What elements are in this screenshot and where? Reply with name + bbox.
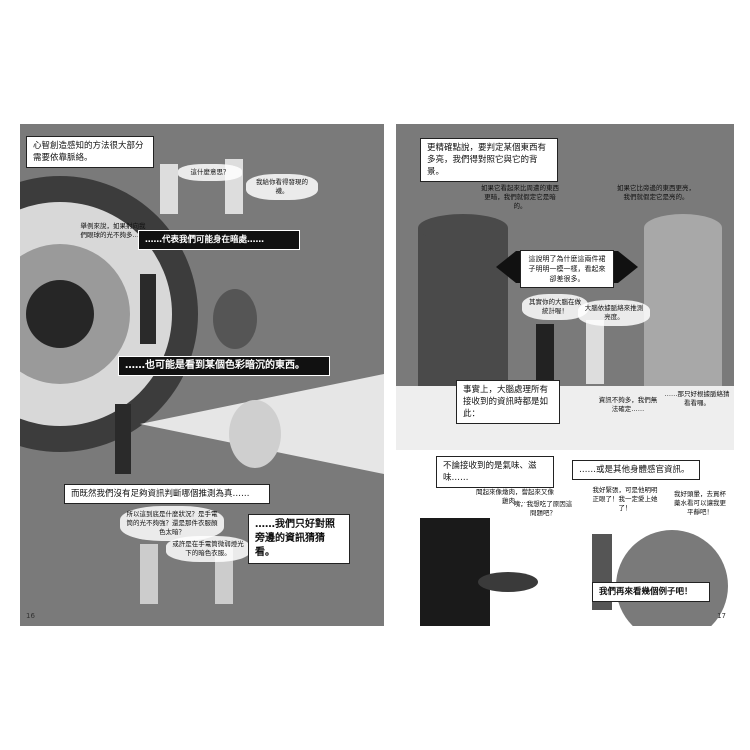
thought-darker: 如果它看起來比周遭的東西更暗，我們就假定它是暗的。 — [481, 184, 559, 210]
figure-light-dress — [586, 320, 604, 384]
speech-not-enough-info: 資訊不夠多，我們無法確定…… — [598, 396, 658, 413]
arrow-left-head — [496, 251, 516, 283]
speech-give-you: 我給你看得發現的襪。 — [246, 174, 318, 200]
speech-in-love: 我好緊張，可是他明明正眼了！我一定愛上她了！ — [592, 486, 658, 512]
left-tower — [418, 228, 508, 386]
other-senses-caption: ……或是其他身體感官資訊。 — [572, 460, 700, 480]
dark-caption-2: ……也可能是看到某個色彩暗沉的東西。 — [118, 356, 330, 376]
robot-figure-bottom-left — [140, 544, 158, 604]
page-number-right: 17 — [717, 612, 726, 620]
figure-dark-dress — [536, 324, 554, 384]
right-comic-page: 更精確點說，要判定某個東西有多亮，我們得對照它與它的背景。 如果它看起來比周遭的… — [396, 124, 734, 626]
arrow-explanation: 這說明了為什麼這兩件裙子明明一模一樣，看起來卻差很多。 — [520, 250, 614, 288]
intro-caption: 心智創造感知的方法很大部分需要依靠脈絡。 — [26, 136, 154, 168]
final-caption: 我們再來看幾個例子吧！ — [592, 582, 710, 602]
speech-dizzy: 我好頭暈，去買杯藥水看可以讓我更平靜吧！ — [674, 490, 726, 516]
speech-what-is-that: 這什麼意思？ — [178, 164, 242, 181]
top-caption: 更精確點說，要判定某個東西有多亮，我們得對照它與它的背景。 — [420, 138, 558, 182]
bottom-caption: 而既然我們沒有足夠資訊判斷哪個推測為真…… — [64, 484, 270, 504]
speech-guess-by-context: ……那只好根據脈絡猜看看囉。 — [664, 390, 730, 407]
right-tower — [644, 228, 722, 386]
speech-question: 所以這到底是什麼狀況？是手電筒的光不夠強？還是那件衣服顏色太暗？ — [120, 506, 224, 541]
arrow-right-head — [618, 251, 638, 283]
dark-caption-1: ……代表我們可能身在暗處…… — [138, 230, 300, 250]
speech-maybe: 或許是在手電筒微弱燈光下的暗色衣服。 — [166, 536, 250, 562]
chef-silhouette — [420, 518, 490, 626]
left-tower-top — [418, 214, 508, 242]
fact-caption: 事實上，大腦處理所有接收到的資訊時都是如此： — [456, 380, 560, 424]
middle-panel-bg — [396, 386, 734, 450]
example-caption: 舉例來說，如果射向我們眼球的光不夠多…… — [80, 222, 146, 239]
guess-caption: ……我們只好對照旁邊的資訊猜猜看。 — [248, 514, 350, 564]
speech-brain-context: 大腦依據脈絡來推測亮度。 — [578, 300, 650, 326]
haystack-mound — [616, 530, 728, 626]
man-with-flashlight — [115, 404, 131, 474]
eye-pupil — [26, 280, 94, 348]
stew-pot — [478, 572, 538, 592]
man-figure — [140, 274, 156, 344]
right-tower-top — [644, 214, 722, 242]
woman-figure-lit — [229, 400, 281, 468]
robot-figure-left — [160, 164, 178, 214]
left-comic-page: 心智創造感知的方法很大部分需要依靠脈絡。 這什麼意思？ 我給你看得發現的襪。 舉… — [20, 124, 384, 626]
speech-brain-statistics: 其實你的大腦在做統計喔！ — [522, 294, 588, 320]
page-number-left: 16 — [26, 612, 35, 620]
woman-figure-dark — [213, 289, 257, 349]
speech-stew: 聞起來像燉肉，嘗起來又像雞肉…… — [476, 488, 554, 505]
speech-what: 咦，我想吃了原因這問題吧？ — [513, 500, 573, 517]
smell-taste-caption: 不論接收到的是氣味、滋味…… — [436, 456, 554, 488]
thought-brighter: 如果它比旁邊的東西更亮，我們就假定它是亮的。 — [617, 184, 695, 201]
